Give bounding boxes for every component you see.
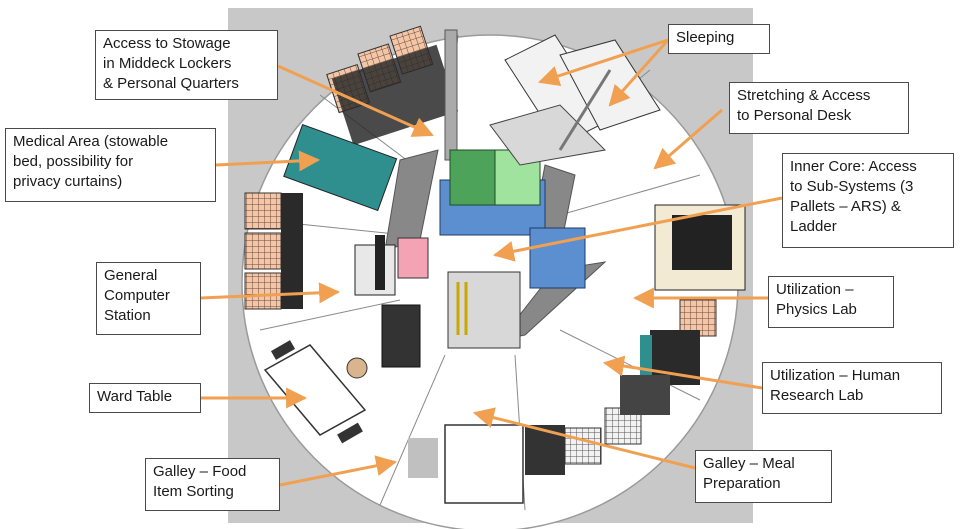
callout-sleeping: Sleeping xyxy=(668,24,770,54)
pink-stowage-box xyxy=(397,237,429,279)
ward-table xyxy=(263,340,368,444)
middeck-lockers-bottom xyxy=(525,375,670,475)
personal-desk xyxy=(654,204,746,291)
callout-computer: General Computer Station xyxy=(96,262,201,335)
callout-galley-sorting: Galley – Food Item Sorting xyxy=(145,458,280,511)
callout-arrows xyxy=(200,38,783,487)
callout-galley-meal: Galley – Meal Preparation xyxy=(695,450,832,503)
computer-station xyxy=(354,235,421,368)
medical-bed xyxy=(283,123,398,212)
callout-medical: Medical Area (stowable bed, possibility … xyxy=(5,128,216,202)
callout-stowage: Access to Stowage in Middeck Lockers & P… xyxy=(95,30,278,100)
callout-human-research: Utilization – Human Research Lab xyxy=(762,362,942,414)
middeck-lockers-left xyxy=(244,192,303,310)
core-ladder xyxy=(447,271,521,349)
callout-stretching: Stretching & Access to Personal Desk xyxy=(729,82,909,134)
callout-physics: Utilization – Physics Lab xyxy=(768,276,894,328)
callout-inner-core: Inner Core: Access to Sub-Systems (3 Pal… xyxy=(782,153,954,248)
callout-ward-table: Ward Table xyxy=(89,383,201,413)
